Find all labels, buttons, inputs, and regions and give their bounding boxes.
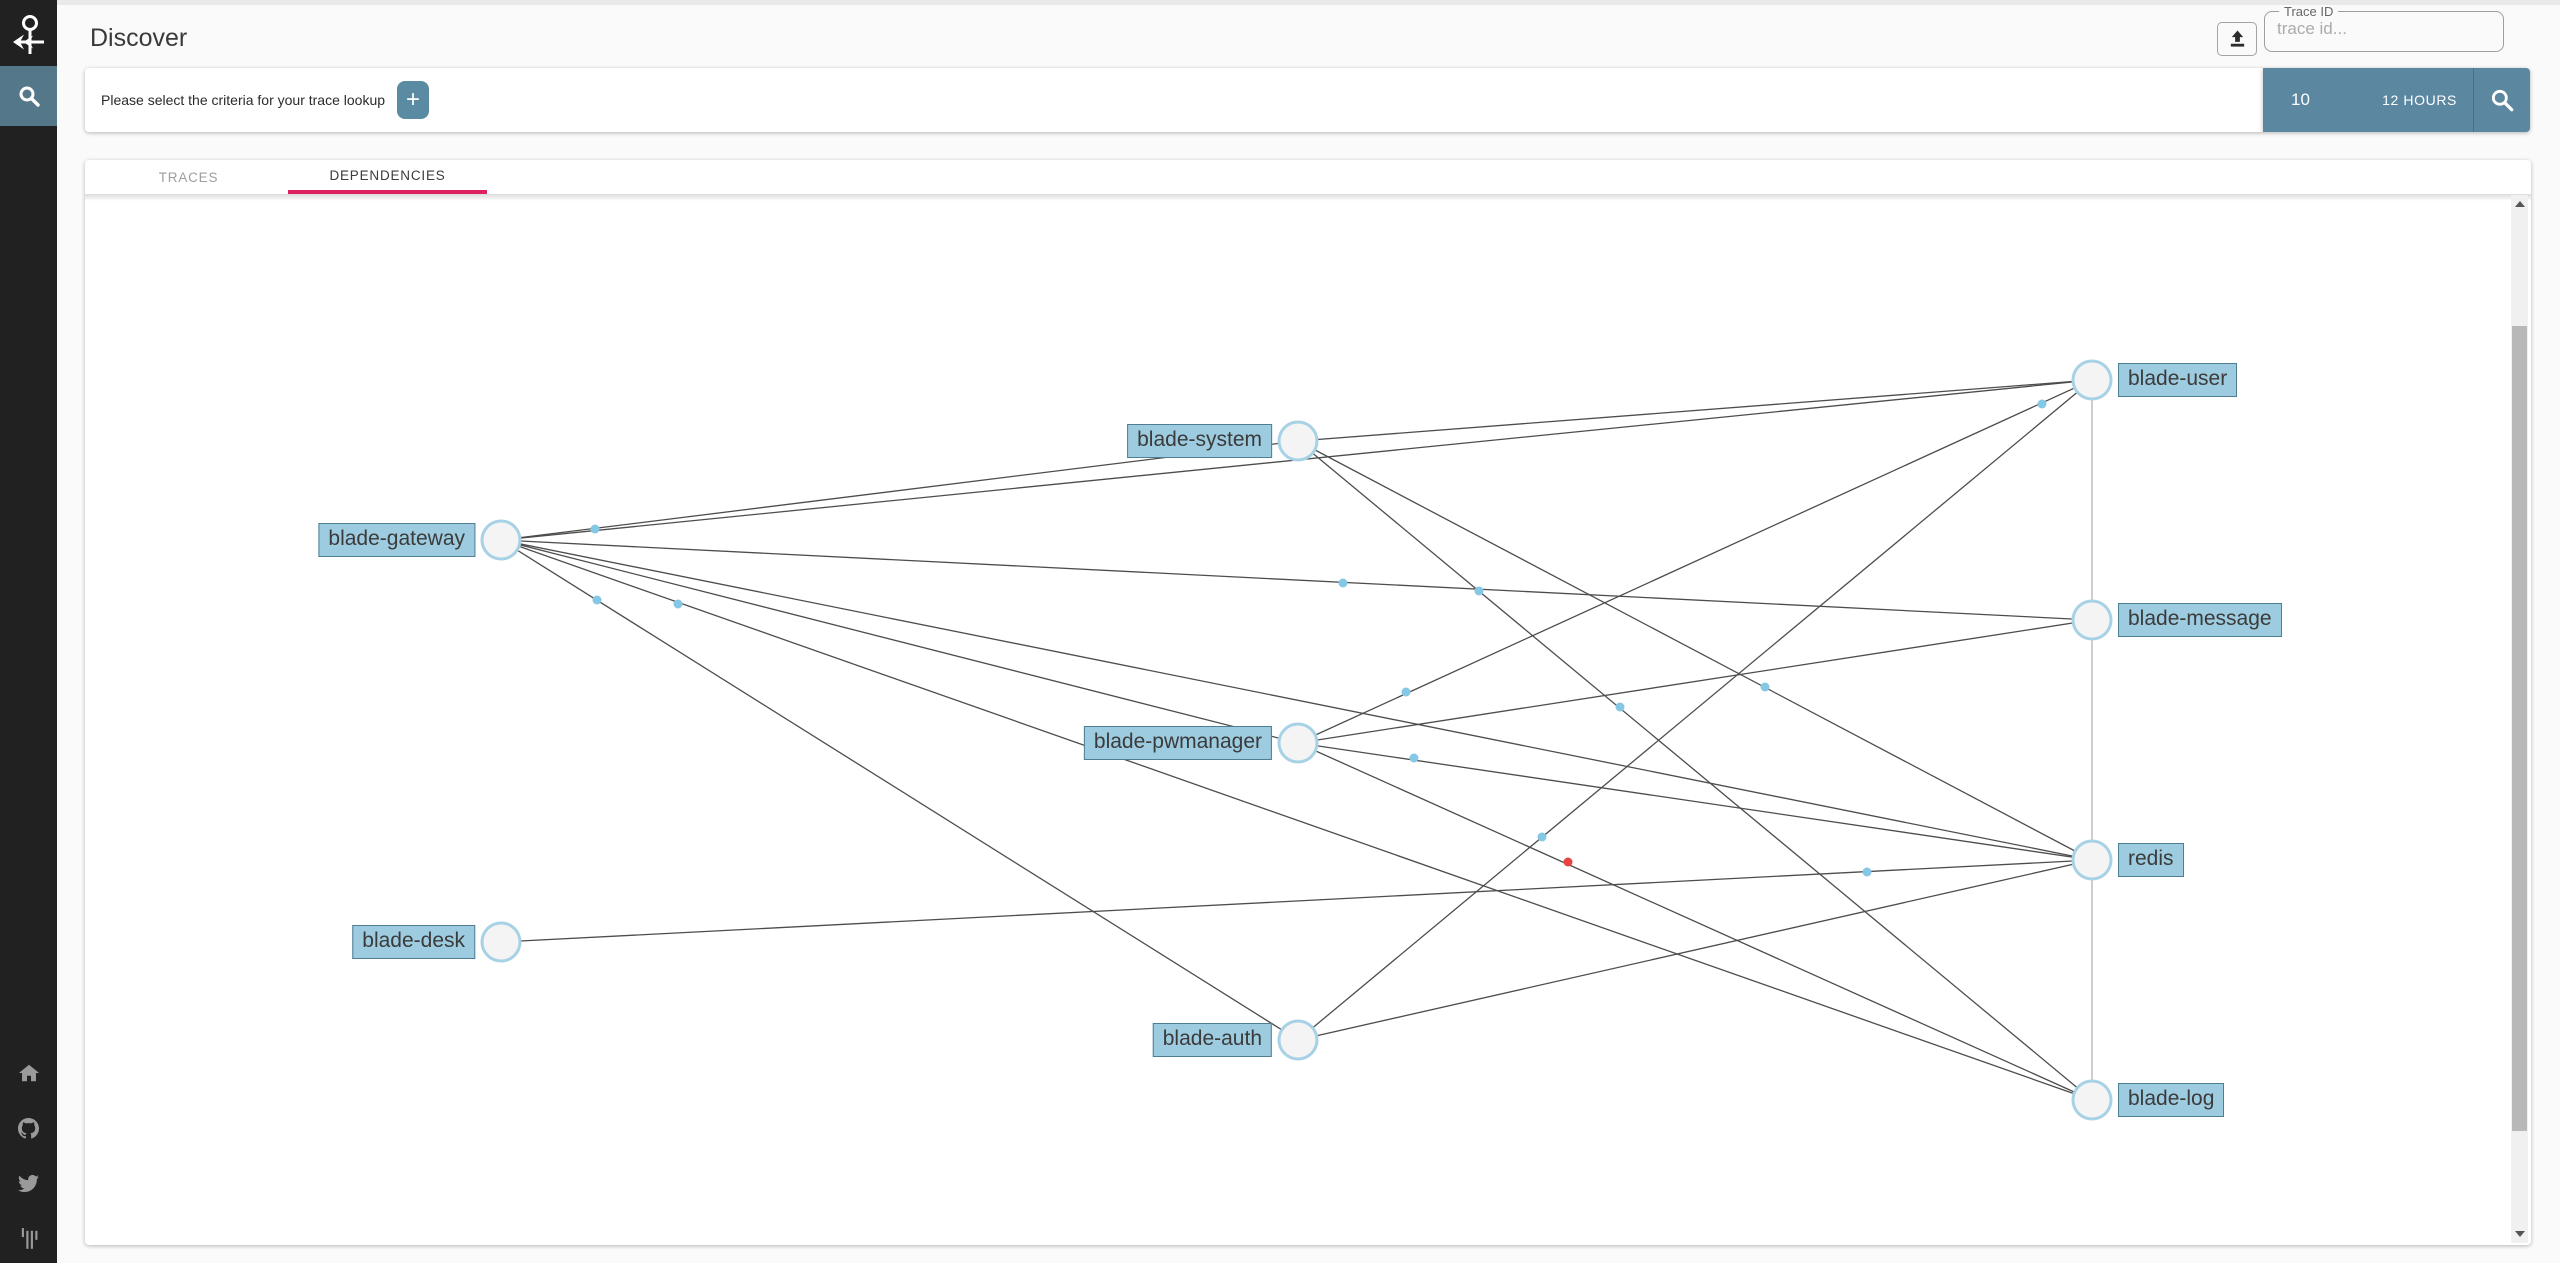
graph-edge bbox=[1297, 859, 2093, 1041]
graph-edge bbox=[1297, 379, 2093, 744]
graph-edge bbox=[500, 539, 2093, 1101]
limit-value[interactable]: 10 bbox=[2291, 90, 2310, 109]
graph-edge bbox=[1297, 440, 2093, 861]
traffic-particle bbox=[2037, 399, 2047, 409]
traffic-particle bbox=[1563, 857, 1573, 867]
graph-edge bbox=[1297, 742, 2093, 1101]
graph-node[interactable] bbox=[480, 519, 522, 561]
plus-icon: + bbox=[406, 86, 421, 113]
zipkin-logo[interactable] bbox=[0, 8, 57, 64]
scrollbar-thumb[interactable] bbox=[2512, 326, 2527, 1131]
home-icon[interactable] bbox=[18, 1062, 40, 1084]
graph-edge bbox=[500, 539, 1299, 1041]
magnifier-icon bbox=[2491, 89, 2514, 112]
traffic-particle bbox=[590, 524, 600, 534]
traffic-particle bbox=[1401, 687, 1411, 697]
top-strip bbox=[57, 0, 2560, 5]
traffic-particle bbox=[1862, 867, 1872, 877]
traffic-particle bbox=[1615, 702, 1625, 712]
results-card: TRACES DEPENDENCIES blade-gateway blade-d… bbox=[85, 160, 2531, 1245]
graph-node[interactable] bbox=[1277, 420, 1319, 462]
dependency-graph: blade-gateway blade-desk blade-system blade… bbox=[85, 194, 2511, 1245]
graph-node[interactable] bbox=[1277, 722, 1319, 764]
search-criteria-bar: Please select the criteria for your trac… bbox=[85, 68, 2263, 132]
tab-shadow bbox=[85, 194, 2531, 201]
upload-icon bbox=[2230, 30, 2244, 47]
gitter-icon[interactable] bbox=[18, 1227, 40, 1249]
trace-id-input[interactable] bbox=[2271, 19, 2478, 45]
graph-node-label[interactable]: blade-system bbox=[1127, 424, 1272, 458]
add-criteria-button[interactable]: + bbox=[397, 81, 430, 119]
dependency-graph-svg bbox=[480, 359, 2113, 1121]
graph-edge bbox=[500, 539, 2093, 621]
trace-id-field: Trace ID bbox=[2264, 4, 2504, 52]
search-hint-text: Please select the criteria for your trac… bbox=[101, 92, 386, 108]
sidebar-item-search[interactable] bbox=[0, 66, 57, 126]
graph-node-label[interactable]: blade-message bbox=[2118, 603, 2282, 637]
traffic-particle bbox=[1537, 832, 1547, 842]
graph-node-label[interactable]: blade-gateway bbox=[318, 523, 475, 557]
twitter-icon[interactable] bbox=[18, 1172, 40, 1194]
search-button[interactable] bbox=[2474, 68, 2530, 132]
scroll-down-arrow[interactable] bbox=[2511, 1225, 2528, 1243]
graph-node[interactable] bbox=[2071, 839, 2113, 881]
tabs: TRACES DEPENDENCIES bbox=[89, 160, 487, 194]
trace-id-label: Trace ID bbox=[2284, 4, 2334, 19]
graph-node-label[interactable]: blade-pwmanager bbox=[1083, 726, 1272, 760]
graph-node-label[interactable]: blade-auth bbox=[1152, 1023, 1272, 1057]
sidebar-footer bbox=[0, 1062, 57, 1249]
scroll-up-arrow[interactable] bbox=[2511, 195, 2528, 213]
traffic-particle bbox=[1409, 753, 1419, 763]
graph-node[interactable] bbox=[2071, 599, 2113, 641]
graph-edge bbox=[1297, 379, 2093, 442]
graph-node[interactable] bbox=[1277, 1019, 1319, 1061]
divider bbox=[2473, 68, 2474, 132]
sidebar bbox=[0, 0, 57, 1263]
graph-node-label[interactable]: blade-desk bbox=[352, 925, 475, 959]
graph-edge bbox=[1297, 379, 2093, 1041]
graph-node[interactable] bbox=[2071, 1079, 2113, 1121]
upload-trace-button[interactable] bbox=[2217, 22, 2257, 56]
traffic-particle bbox=[592, 595, 602, 605]
traffic-particle bbox=[673, 599, 683, 609]
graph-edge bbox=[1297, 742, 2093, 861]
zipkin-logo-icon bbox=[12, 15, 44, 54]
graph-node-label[interactable]: blade-user bbox=[2118, 363, 2238, 397]
graph-node[interactable] bbox=[480, 921, 522, 963]
graph-edge bbox=[500, 539, 1299, 744]
traffic-particle bbox=[1338, 578, 1348, 588]
page-title: Discover bbox=[90, 24, 188, 52]
graph-node[interactable] bbox=[2071, 359, 2113, 401]
graph-node-label[interactable]: redis bbox=[2118, 843, 2184, 877]
graph-edge bbox=[1297, 619, 2093, 744]
graph-node-label[interactable]: blade-log bbox=[2118, 1083, 2225, 1117]
tab-dependencies[interactable]: DEPENDENCIES bbox=[288, 160, 487, 194]
search-icon bbox=[19, 86, 40, 107]
lookback-select[interactable]: 12 HOURS bbox=[2382, 92, 2457, 108]
graph-edge bbox=[1297, 440, 2093, 1101]
search-actions-bar: 10 12 HOURS bbox=[2263, 68, 2530, 132]
tab-traces[interactable]: TRACES bbox=[158, 169, 219, 185]
traffic-particle bbox=[1760, 682, 1770, 692]
traffic-particle bbox=[1474, 586, 1484, 596]
graph-edge bbox=[500, 539, 2093, 861]
graph-edge bbox=[500, 859, 2093, 943]
github-icon[interactable] bbox=[18, 1117, 40, 1139]
vertical-scrollbar[interactable] bbox=[2511, 195, 2528, 1243]
